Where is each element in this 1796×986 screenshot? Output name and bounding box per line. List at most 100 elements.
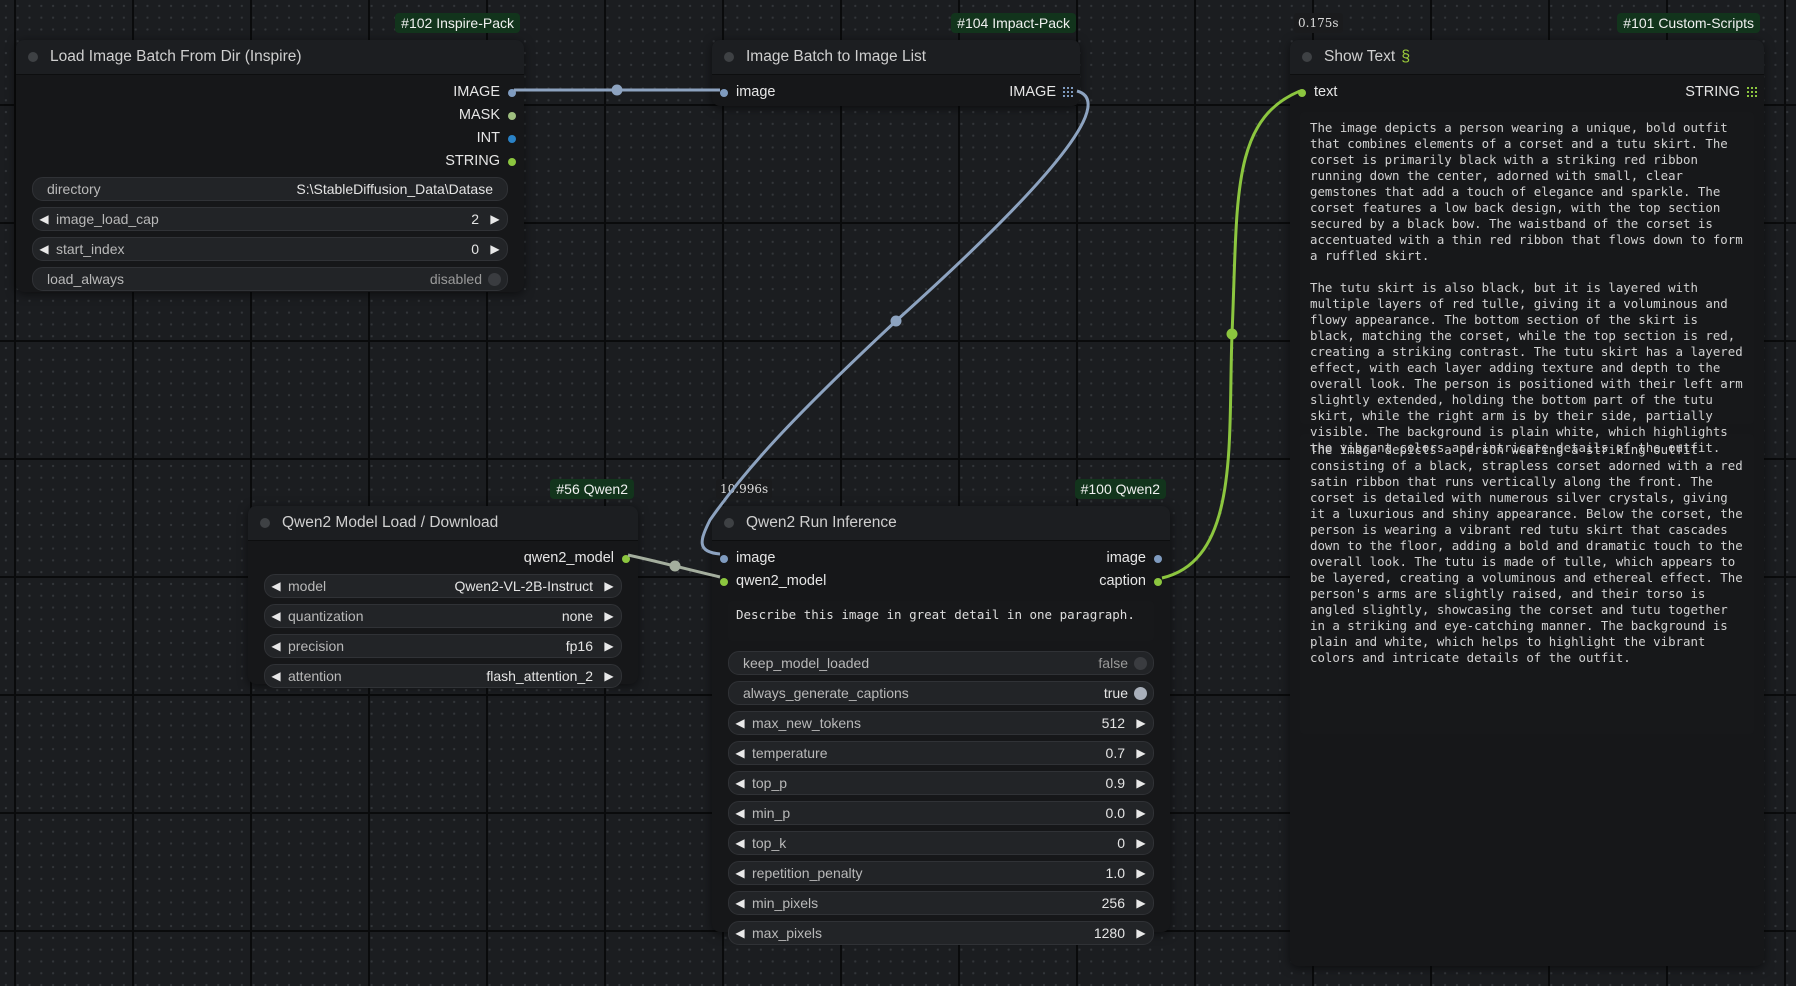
attention-combo[interactable]: ◀ attention flash_attention_2 ▶	[264, 664, 622, 688]
directory-widget[interactable]: directory S:\StableDiffusion_Data\Datase	[32, 177, 508, 201]
collapse-dot-icon[interactable]	[724, 52, 734, 62]
decrement-arrow-icon[interactable]: ◀	[735, 926, 745, 940]
output-slot-qwen2-model[interactable]: qwen2_model	[248, 547, 638, 570]
link-midpoint-handle[interactable]	[669, 560, 681, 572]
increment-arrow-icon[interactable]: ▶	[1136, 716, 1146, 730]
input-port-icon[interactable]	[1298, 89, 1306, 97]
decrement-arrow-icon[interactable]: ◀	[735, 836, 745, 850]
link-qwen2-model[interactable]	[627, 553, 721, 579]
increment-arrow-icon[interactable]: ▶	[1136, 776, 1146, 790]
node-qwen2-run-inference[interactable]: 10.996s #100 Qwen2 Qwen2 Run Inference i…	[712, 479, 1170, 945]
output-slot-mask[interactable]: MASK	[16, 104, 524, 127]
output-text-1[interactable]: The image depicts a person wearing a uni…	[1300, 112, 1754, 455]
load-always-toggle[interactable]: load_always disabled	[32, 267, 508, 291]
input-port-icon[interactable]	[720, 89, 728, 97]
output-port-icon[interactable]	[622, 555, 630, 563]
increment-arrow-icon[interactable]: ▶	[490, 242, 500, 256]
max-pixels-widget[interactable]: ◀ max_pixels 1280 ▶	[728, 921, 1154, 945]
keep-model-loaded-toggle[interactable]: keep_model_loaded false	[728, 651, 1154, 675]
node-qwen2-model-load[interactable]: #56 Qwen2 Qwen2 Model Load / Download qw…	[248, 479, 638, 688]
temperature-widget[interactable]: ◀ temperature 0.7 ▶	[728, 741, 1154, 765]
increment-arrow-icon[interactable]: ▶	[1136, 806, 1146, 820]
always-generate-captions-toggle[interactable]: always_generate_captions true	[728, 681, 1154, 705]
model-combo[interactable]: ◀ model Qwen2-VL-2B-Instruct ▶	[264, 574, 622, 598]
input-port-icon[interactable]	[720, 555, 728, 563]
node-title-bar[interactable]: Load Image Batch From Dir (Inspire)	[16, 40, 524, 75]
decrement-arrow-icon[interactable]: ◀	[735, 896, 745, 910]
decrement-arrow-icon[interactable]: ◀	[735, 716, 745, 730]
top-k-widget[interactable]: ◀ top_k 0 ▶	[728, 831, 1154, 855]
previous-arrow-icon[interactable]: ◀	[271, 669, 281, 683]
max-new-tokens-widget[interactable]: ◀ max_new_tokens 512 ▶	[728, 711, 1154, 735]
decrement-arrow-icon[interactable]: ◀	[735, 746, 745, 760]
output-port-icon[interactable]	[508, 89, 516, 97]
next-arrow-icon[interactable]: ▶	[604, 579, 614, 593]
top-p-widget[interactable]: ◀ top_p 0.9 ▶	[728, 771, 1154, 795]
node-image-batch-to-list[interactable]: #104 Impact-Pack Image Batch to Image Li…	[712, 13, 1080, 106]
list-output-port-icon[interactable]	[1063, 87, 1073, 97]
link-caption-string[interactable]	[1161, 89, 1301, 580]
previous-arrow-icon[interactable]: ◀	[271, 639, 281, 653]
decrement-arrow-icon[interactable]: ◀	[735, 806, 745, 820]
io-slot-row[interactable]: image image	[712, 547, 1170, 570]
output-port-icon[interactable]	[1154, 578, 1162, 586]
io-slot-row[interactable]: image IMAGE	[712, 81, 1080, 104]
output-port-icon[interactable]	[508, 112, 516, 120]
input-port-icon[interactable]	[720, 578, 728, 586]
start-index-widget[interactable]: ◀ start_index 0 ▶	[32, 237, 508, 261]
toggle-off-icon[interactable]	[488, 272, 501, 286]
increment-arrow-icon[interactable]: ▶	[1136, 866, 1146, 880]
output-port-icon[interactable]	[508, 158, 516, 166]
min-pixels-widget[interactable]: ◀ min_pixels 256 ▶	[728, 891, 1154, 915]
widget-value: true	[1103, 685, 1128, 701]
link-midpoint-handle[interactable]	[890, 315, 902, 327]
output-text-2[interactable]: The image depicts a person wearing a str…	[1300, 434, 1754, 734]
repetition-penalty-widget[interactable]: ◀ repetition_penalty 1.0 ▶	[728, 861, 1154, 885]
output-port-icon[interactable]	[508, 135, 516, 143]
node-title-bar[interactable]: Show Text §	[1290, 40, 1764, 75]
node-show-text[interactable]: 0.175s #101 Custom-Scripts Show Text § t…	[1290, 13, 1764, 966]
output-slot-int[interactable]: INT	[16, 127, 524, 150]
increment-arrow-icon[interactable]: ▶	[1136, 746, 1146, 760]
previous-arrow-icon[interactable]: ◀	[271, 609, 281, 623]
min-p-widget[interactable]: ◀ min_p 0.0 ▶	[728, 801, 1154, 825]
output-port-icon[interactable]	[1154, 555, 1162, 563]
output-slot-image[interactable]: IMAGE	[16, 81, 524, 104]
decrement-arrow-icon[interactable]: ◀	[39, 212, 49, 226]
io-slot-row[interactable]: qwen2_model caption	[712, 570, 1170, 593]
image-load-cap-widget[interactable]: ◀ image_load_cap 2 ▶	[32, 207, 508, 231]
list-output-port-icon[interactable]	[1747, 87, 1757, 97]
previous-arrow-icon[interactable]: ◀	[271, 579, 281, 593]
next-arrow-icon[interactable]: ▶	[604, 609, 614, 623]
increment-arrow-icon[interactable]: ▶	[1136, 896, 1146, 910]
widget-label: max_new_tokens	[752, 715, 861, 731]
prompt-textarea[interactable]: Describe this image in great detail in o…	[728, 601, 1154, 641]
quantization-combo[interactable]: ◀ quantization none ▶	[264, 604, 622, 628]
node-title-bar[interactable]: Qwen2 Model Load / Download	[248, 506, 638, 541]
collapse-dot-icon[interactable]	[1302, 52, 1312, 62]
node-badge: #102 Inspire-Pack	[395, 13, 520, 33]
toggle-off-icon[interactable]	[1134, 656, 1147, 670]
node-load-image-batch[interactable]: #102 Inspire-Pack Load Image Batch From …	[16, 13, 524, 292]
increment-arrow-icon[interactable]: ▶	[1136, 836, 1146, 850]
toggle-on-icon[interactable]	[1134, 686, 1147, 700]
link-midpoint-handle[interactable]	[1226, 328, 1238, 340]
execution-timer: 10.996s	[716, 479, 773, 499]
increment-arrow-icon[interactable]: ▶	[1136, 926, 1146, 940]
link-midpoint-handle[interactable]	[611, 84, 623, 96]
decrement-arrow-icon[interactable]: ◀	[735, 776, 745, 790]
collapse-dot-icon[interactable]	[724, 518, 734, 528]
output-slot-string[interactable]: STRING	[16, 150, 524, 173]
io-slot-row[interactable]: text STRING	[1290, 81, 1764, 104]
next-arrow-icon[interactable]: ▶	[604, 669, 614, 683]
collapse-dot-icon[interactable]	[28, 52, 38, 62]
increment-arrow-icon[interactable]: ▶	[490, 212, 500, 226]
node-title-bar[interactable]: Qwen2 Run Inference	[712, 506, 1170, 541]
widget-label: top_p	[752, 775, 788, 791]
decrement-arrow-icon[interactable]: ◀	[735, 866, 745, 880]
precision-combo[interactable]: ◀ precision fp16 ▶	[264, 634, 622, 658]
decrement-arrow-icon[interactable]: ◀	[39, 242, 49, 256]
collapse-dot-icon[interactable]	[260, 518, 270, 528]
next-arrow-icon[interactable]: ▶	[604, 639, 614, 653]
node-title-bar[interactable]: Image Batch to Image List	[712, 40, 1080, 75]
